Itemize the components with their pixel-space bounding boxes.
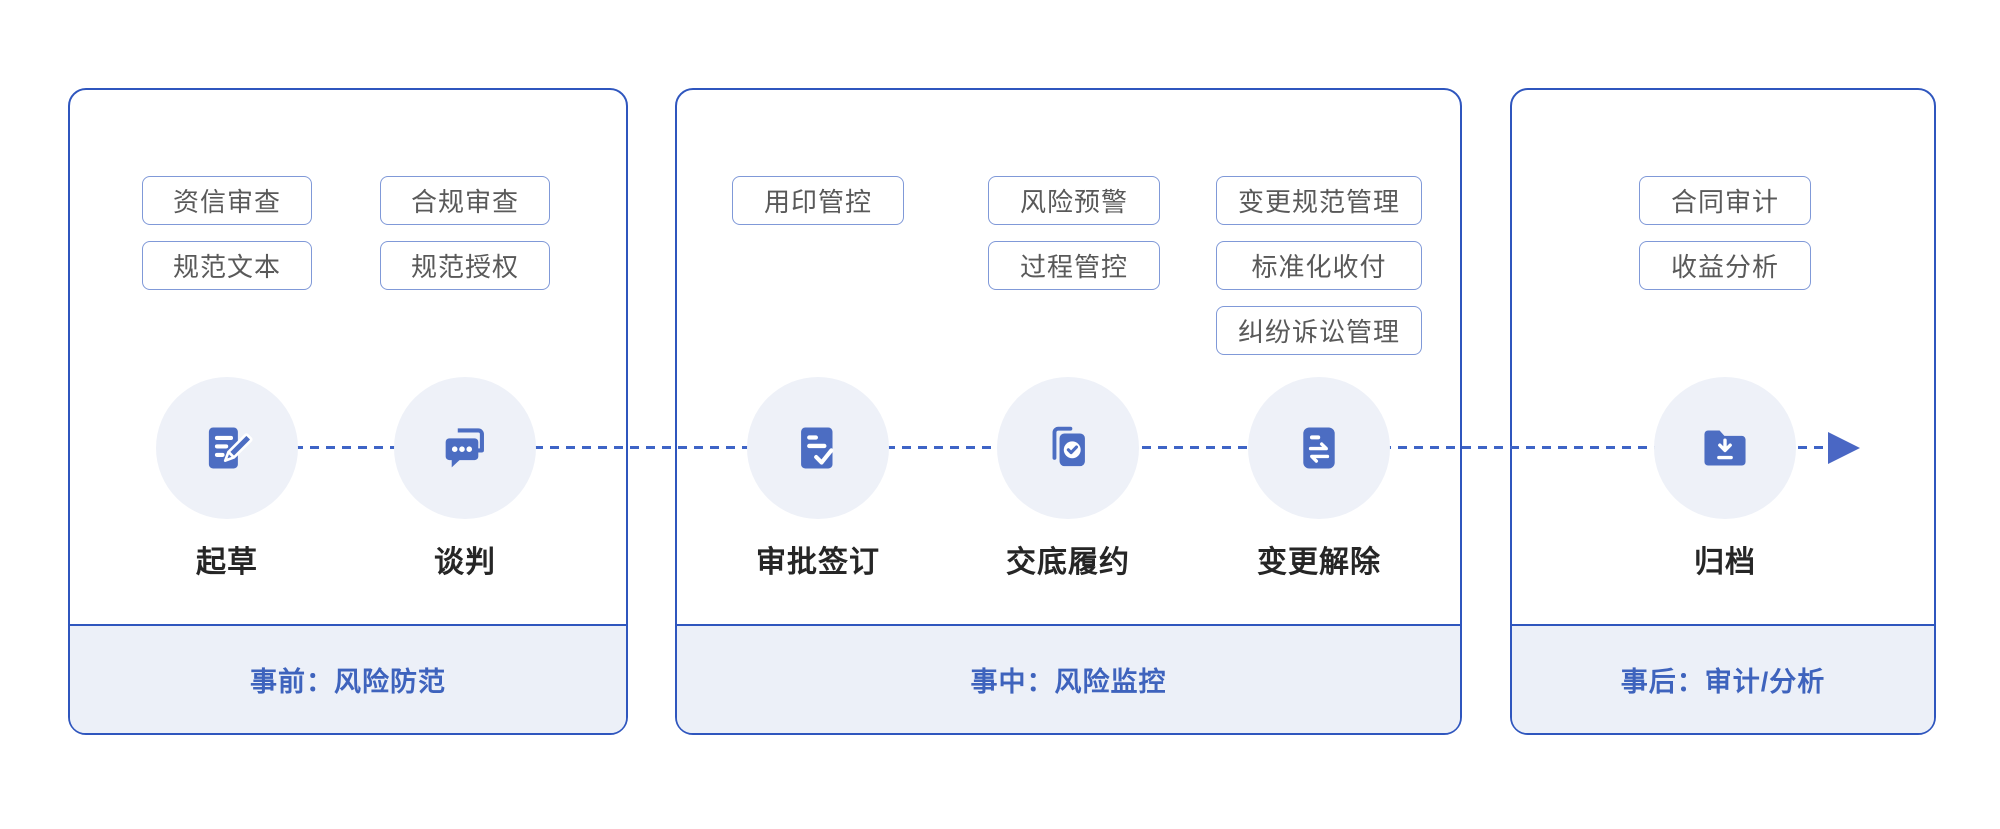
tag-risk-warning: 风险预警 [988, 176, 1160, 225]
phase-footer-in-event: 事中：风险监控 [677, 624, 1460, 733]
tag-change-standard-management: 变更规范管理 [1216, 176, 1422, 225]
tag-revenue-analysis: 收益分析 [1639, 241, 1811, 290]
chat-bubbles-icon [445, 428, 484, 468]
document-swap-icon [1303, 427, 1335, 469]
phase-footer-label: 事中：风险监控 [970, 667, 1167, 697]
step-label-disclosure-performance: 交底履约 [1006, 546, 1130, 579]
tag-contract-audit: 合同审计 [1639, 176, 1811, 225]
tag-dispute-litigation-management: 纠纷诉讼管理 [1216, 306, 1422, 355]
step-label-archive: 归档 [1694, 546, 1756, 579]
phase-footer-label: 事后：审计/分析 [1620, 667, 1826, 697]
tag-seal-control: 用印管控 [732, 176, 904, 225]
tag-credit-review: 资信审查 [142, 176, 312, 225]
tag-standardized-payment: 标准化收付 [1216, 241, 1422, 290]
tag-standard-authorization: 规范授权 [380, 241, 550, 290]
step-label-draft: 起草 [196, 546, 258, 579]
phase-footer-label: 事前：风险防范 [250, 667, 446, 697]
step-circle-change-termination [1248, 377, 1390, 519]
step-circle-draft [156, 377, 298, 519]
step-label-negotiation: 谈判 [434, 546, 496, 579]
step-label-approval-signing: 审批签订 [756, 546, 880, 579]
document-check-icon [801, 427, 834, 469]
flow-arrowhead-icon [1828, 432, 1860, 464]
step-circle-disclosure-performance [997, 377, 1139, 519]
tag-compliance-review: 合规审查 [380, 176, 550, 225]
tag-process-control: 过程管控 [988, 241, 1160, 290]
step-circle-approval-signing [747, 377, 889, 519]
folder-download-icon [1704, 430, 1746, 466]
tag-standard-text: 规范文本 [142, 241, 312, 290]
step-circle-negotiation [394, 377, 536, 519]
phase-footer-post-event: 事后：审计/分析 [1512, 624, 1934, 733]
step-circle-archive [1654, 377, 1796, 519]
document-seal-icon [1052, 426, 1085, 467]
step-label-change-termination: 变更解除 [1257, 546, 1381, 579]
phase-footer-pre-event: 事前：风险防范 [70, 624, 626, 733]
document-pencil-icon [208, 427, 253, 469]
